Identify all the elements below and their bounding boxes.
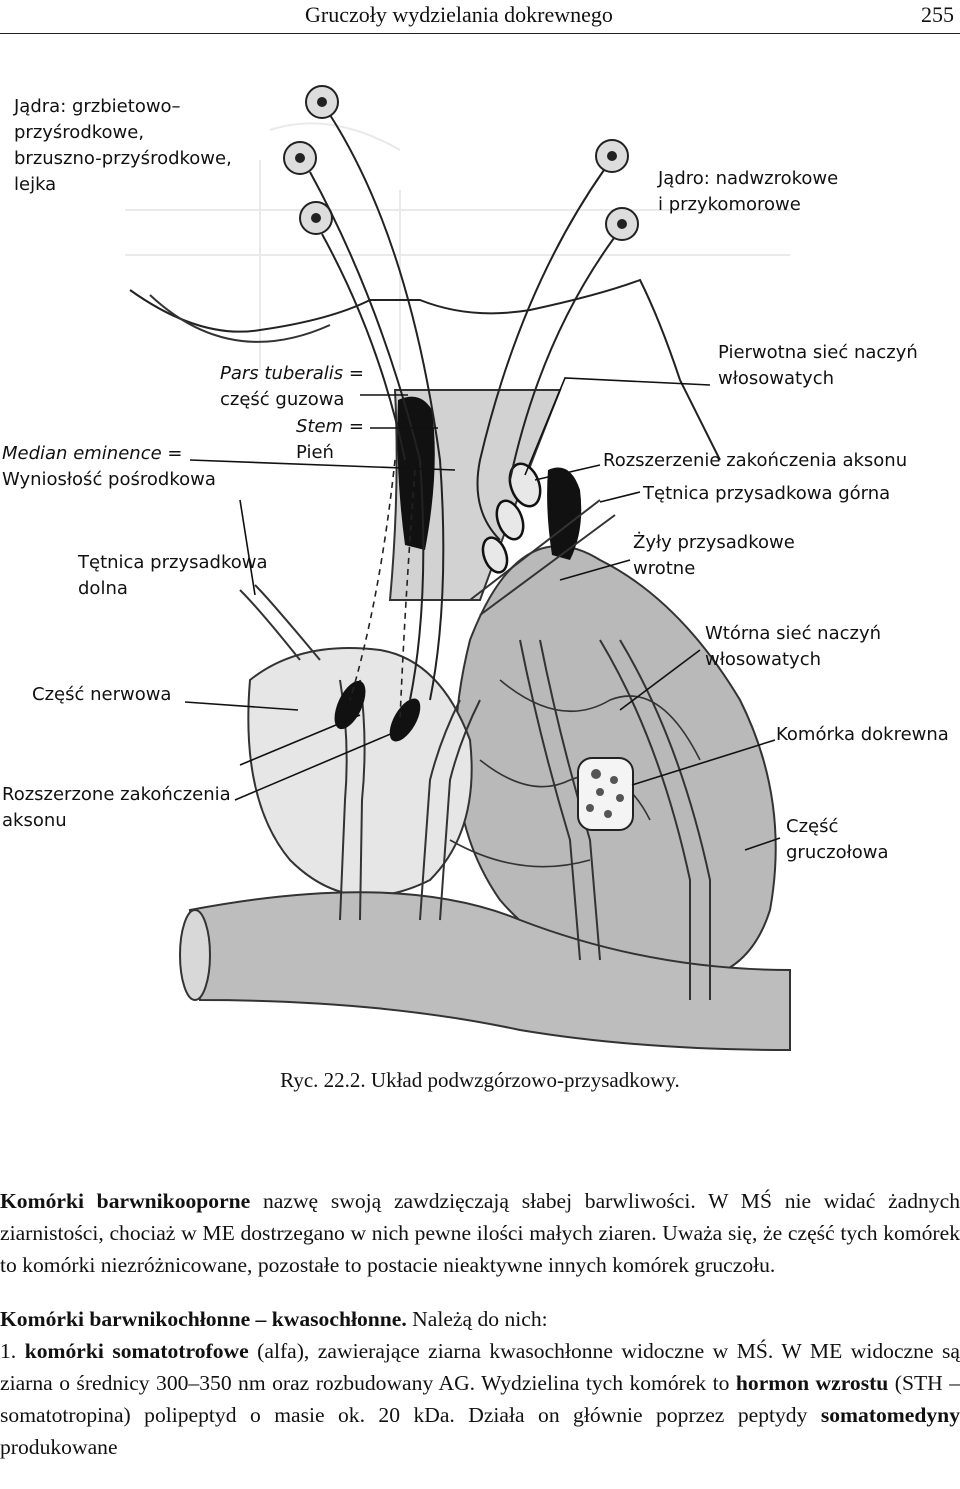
label-inferior-artery: Tętnica przysadkowa dolna (78, 552, 268, 599)
label-pars-tuberalis-pl: = część guzowa (220, 363, 364, 410)
neuron-bodies (283, 85, 639, 241)
primary-capillary-loops (481, 462, 542, 574)
body-text: Komórki barwnikooporne nazwę swoją zawdz… (0, 1185, 960, 1463)
pars-tuberalis-right (547, 467, 582, 560)
header-rule (0, 33, 960, 34)
label-nuclei-left: Jądra: grzbietowo– przyśrodkowe, brzuszn… (14, 96, 232, 195)
label-secondary-capillary: Wtórna sieć naczyń włosowatych (705, 623, 882, 670)
axon-ending-1 (334, 680, 366, 730)
label-stem-en: Stem (296, 416, 344, 437)
label-median-eminence: Median eminence = Wyniosłość pośrodkowa (2, 441, 216, 493)
pars-tuberalis-left (397, 396, 435, 550)
endocrine-cell (577, 757, 634, 831)
label-neural-part: Część nerwowa (32, 684, 172, 705)
list-text-2: (STH – somatotropina) polipeptyd o masie… (0, 1371, 960, 1427)
figure-caption: Ryc. 22.2. Układ podwzgórzowo-przysadkow… (280, 1068, 680, 1092)
label-axon-ending: Rozszerzenie zakończenia aksonu (603, 450, 908, 471)
label-glandular-part: Część gruczołowa (786, 816, 889, 863)
paragraph-acidophils: Komórki barwnikochłonne – kwasochłonne. … (0, 1303, 960, 1335)
hypothalamus-outline (129, 278, 721, 461)
term-acidophils: Komórki barwnikochłonne – kwasochłonne. (0, 1307, 407, 1331)
blood-vessel (188, 891, 791, 1052)
hypothalamo-pituitary-figure: Jądra: grzbietowo– przyśrodkowe, brzuszn… (0, 40, 960, 1070)
label-axon-endings-dilated: Rozszerzone zakończenia aksonu (2, 784, 231, 831)
term-somatotrophs: komórki somatotrofowe (24, 1339, 249, 1363)
paragraph-chromophobes: Komórki barwnikooporne nazwę swoją zawdz… (0, 1185, 960, 1281)
label-pars-tuberalis: Pars tuberalis = część guzowa (220, 361, 364, 413)
endocrine-granules (586, 769, 624, 818)
label-endocrine-cell: Komórka dokrewna (776, 724, 949, 745)
term-chromophobes: Komórki barwnikooporne (0, 1189, 251, 1213)
leader-lines (184, 377, 781, 851)
page-number: 255 (921, 2, 954, 27)
term-somatomedins: somatomedyny (820, 1403, 960, 1427)
label-superior-artery: Tętnica przysadkowa górna (643, 483, 891, 504)
label-stem: Stem = Pień (296, 414, 364, 466)
label-pars-tuberalis-en: Pars tuberalis (220, 363, 344, 384)
list-item-somatotrophs: 1. komórki somatotrofowe (alfa), zawiera… (0, 1335, 960, 1463)
list-number: 1. (0, 1339, 25, 1363)
list-text-3: produkowane (0, 1435, 118, 1459)
paragraph-acidophils-text: Należą do nich: (406, 1307, 548, 1331)
label-nuclei-right: Jądro: nadwzrokowe i przykomorowe (658, 168, 839, 215)
list-text-1: (alfa), zawierające ziarna kwasochłonne … (0, 1339, 960, 1395)
running-title: Gruczoły wydzielania dokrewnego (305, 2, 613, 27)
page-header: Gruczoły wydzielania dokrewnego 255 (0, 0, 960, 36)
label-portal-veins: Żyły przysadkowe wrotne (633, 532, 795, 579)
figure-illustration (125, 85, 791, 1052)
axons (309, 114, 615, 701)
label-stem-pl: = Pień (296, 416, 364, 463)
term-growth-hormone: hormon wzrostu (735, 1371, 889, 1395)
label-median-pl: = Wyniosłość pośrodkowa (2, 443, 216, 490)
label-median-en: Median eminence (2, 443, 162, 464)
paragraph-chromophobes-text: nazwę swoją zawdzięczają słabej barwliwo… (0, 1189, 960, 1277)
label-primary-capillary: Pierwotna sieć naczyń włosowatych (718, 342, 918, 389)
